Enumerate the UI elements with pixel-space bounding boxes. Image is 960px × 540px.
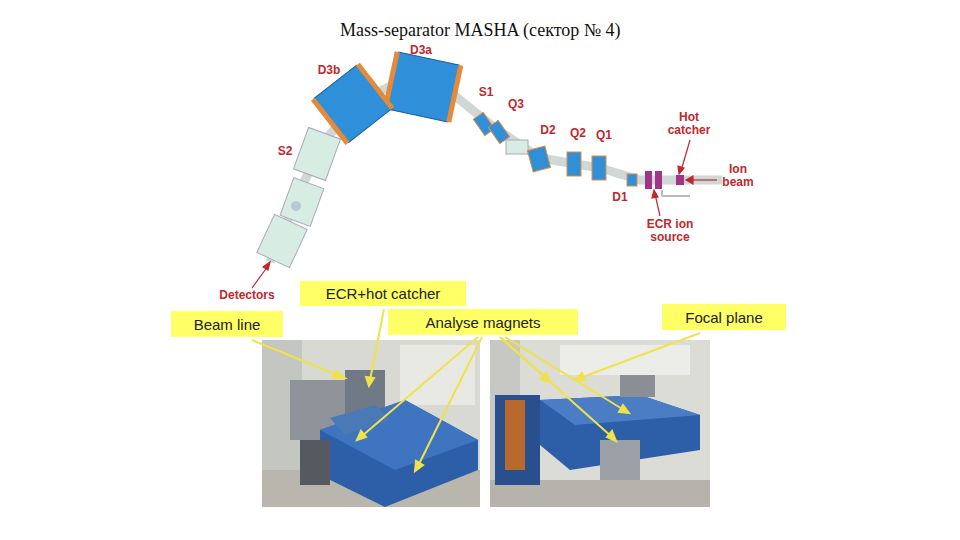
part-label: D3a xyxy=(405,44,437,57)
photo-left xyxy=(262,340,480,507)
part-label: D1 xyxy=(608,191,632,204)
illustration-shape xyxy=(490,340,710,507)
callout-text: Focal plane xyxy=(685,309,763,326)
illustration-shape xyxy=(500,337,612,437)
illustration-shape xyxy=(600,440,640,480)
illustration-shape xyxy=(252,266,268,288)
illustration-shape xyxy=(686,176,693,184)
part-label: Q2 xyxy=(566,127,590,140)
part-label: ECR ion source xyxy=(630,218,710,244)
illustration-shape xyxy=(252,140,717,288)
illustration-shape xyxy=(362,337,478,436)
illustration-shape xyxy=(446,65,463,123)
illustration-shape xyxy=(527,146,550,172)
callout-text: ECR+hot catcher xyxy=(326,285,441,302)
illustration-shape xyxy=(415,461,423,471)
illustration-shape xyxy=(676,175,684,185)
illustration-shape xyxy=(505,400,525,470)
illustration-shape xyxy=(263,262,270,270)
illustration-shape xyxy=(567,152,581,176)
illustration-shape xyxy=(311,63,394,145)
illustration-shape xyxy=(262,340,480,507)
part-label: Q3 xyxy=(504,98,528,111)
illustration-shape xyxy=(488,120,509,143)
illustration-shape xyxy=(652,190,658,198)
illustration-shape xyxy=(690,179,717,180)
illustration-shape xyxy=(280,178,324,227)
illustration-shape xyxy=(370,309,384,380)
illustration-shape xyxy=(506,140,528,154)
illustration-shape xyxy=(681,140,690,171)
illustration-shape xyxy=(418,337,482,466)
illustration-shape xyxy=(655,171,662,189)
part-label: Hot catcher xyxy=(658,111,720,137)
illustration-shape xyxy=(620,375,655,397)
part-label: Ion beam xyxy=(718,163,758,189)
illustration-shape xyxy=(495,395,540,485)
illustration-shape xyxy=(575,373,585,380)
part-label: S1 xyxy=(474,86,498,99)
callout-text: Beam line xyxy=(194,316,261,333)
illustration-shape xyxy=(356,63,394,110)
part-label: Q1 xyxy=(592,129,616,142)
illustration-shape xyxy=(252,340,340,376)
callout-box: Focal plane xyxy=(662,304,786,330)
callout-box: ECR+hot catcher xyxy=(300,281,466,306)
illustration-shape xyxy=(357,431,366,440)
illustration-shape xyxy=(645,171,652,189)
beamline-schematic xyxy=(252,51,722,288)
callout-arrows xyxy=(252,309,700,471)
part-label: D3b xyxy=(313,64,345,77)
part-label: Detectors xyxy=(212,289,282,302)
callout-text: Analyse magnets xyxy=(425,314,540,331)
illustration-shape xyxy=(662,195,690,197)
illustration-shape xyxy=(619,405,629,413)
illustration-shape xyxy=(540,395,700,425)
illustration-shape xyxy=(311,98,349,145)
part-label: S2 xyxy=(273,145,297,158)
illustration-shape xyxy=(300,440,330,485)
illustration-shape xyxy=(257,214,307,267)
callout-box: Beam line xyxy=(171,311,283,337)
illustration-shape xyxy=(607,431,616,441)
illustration-shape xyxy=(291,201,301,211)
illustration-shape xyxy=(320,400,478,507)
illustration-shape xyxy=(383,51,464,122)
illustration-shape xyxy=(580,333,700,378)
photo-right xyxy=(490,340,710,507)
illustration-shape xyxy=(560,345,690,375)
part-label: D2 xyxy=(536,124,560,137)
illustration-shape xyxy=(333,371,345,378)
callout-box: Analyse magnets xyxy=(388,309,578,335)
illustration-shape xyxy=(387,52,460,122)
illustration-shape xyxy=(366,377,374,386)
illustration-shape xyxy=(592,156,606,180)
illustration-shape xyxy=(627,174,637,186)
illustration-shape xyxy=(678,166,684,174)
illustration-shape xyxy=(320,400,478,470)
illustration-shape xyxy=(294,128,341,181)
diagram-title: Mass-separator MASHA (сектор № 4) xyxy=(340,20,620,41)
illustration-shape xyxy=(505,337,624,410)
